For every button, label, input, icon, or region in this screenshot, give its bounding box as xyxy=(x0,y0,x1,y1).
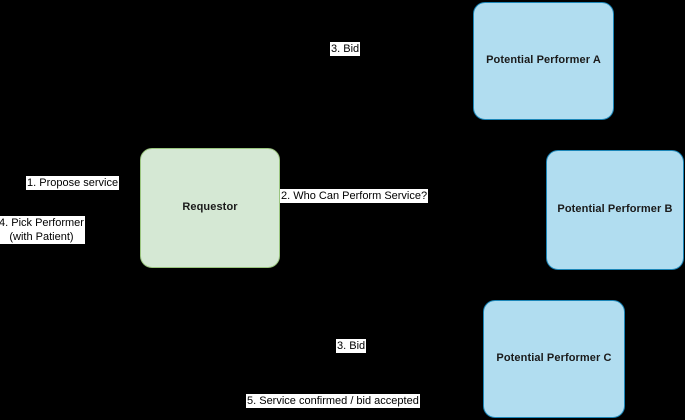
node-requestor-label: Requestor xyxy=(182,201,238,214)
edge-label-who-can-perform-service[interactable]: 2. Who Can Perform Service? xyxy=(280,189,429,203)
edge-label-pick-performer-line-1: 4. Pick Performer xyxy=(0,217,84,229)
node-potential-performer-b-label: Potential Performer B xyxy=(557,203,673,216)
node-requestor[interactable]: Requestor xyxy=(140,148,280,268)
edge-label-bid-bottom[interactable]: 3. Bid xyxy=(336,339,367,353)
node-potential-performer-c-label: Potential Performer C xyxy=(496,352,612,365)
edge-label-pick-performer-line-2: (with Patient) xyxy=(9,231,74,243)
node-potential-performer-b[interactable]: Potential Performer B xyxy=(546,150,684,270)
node-potential-performer-c[interactable]: Potential Performer C xyxy=(483,300,625,418)
node-potential-performer-a-label: Potential Performer A xyxy=(486,54,601,67)
edge-label-pick-performer[interactable]: 4. Pick Performer (with Patient) xyxy=(0,216,85,244)
edge-label-service-confirmed[interactable]: 5. Service confirmed / bid accepted xyxy=(246,394,420,408)
edge-label-bid-top[interactable]: 3. Bid xyxy=(330,42,361,56)
edge-label-propose-service[interactable]: 1. Propose service xyxy=(26,176,120,190)
node-potential-performer-a[interactable]: Potential Performer A xyxy=(473,2,614,120)
